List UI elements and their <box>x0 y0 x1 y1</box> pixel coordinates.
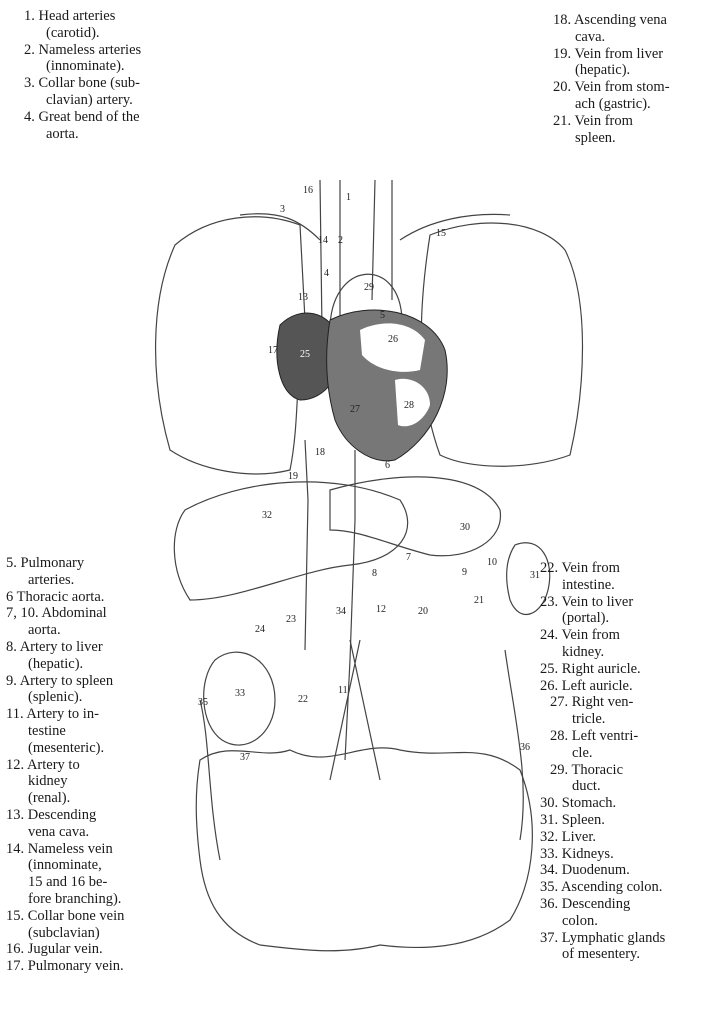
diagram-label-23: 23 <box>286 614 296 625</box>
legend-item-32: 32. Liver. <box>540 829 725 846</box>
diagram-label-34: 34 <box>336 606 346 617</box>
legend-item-15: 15. Collar bone vein(subclavian) <box>6 908 206 942</box>
diagram-label-1: 1 <box>346 192 351 203</box>
diagram-label-20: 20 <box>418 606 428 617</box>
diagram-label-5: 5 <box>380 310 385 321</box>
liver <box>174 482 407 600</box>
diagram-label-19: 19 <box>288 471 298 482</box>
diagram-label-7: 7 <box>406 552 411 563</box>
legend-item-11: 11. Artery to in-testine(mesenteric). <box>6 706 206 756</box>
diagram-label-30: 30 <box>460 522 470 533</box>
legend-item-2: 2. Nameless arteries(innominate). <box>24 42 204 76</box>
diagram-label-22: 22 <box>298 694 308 705</box>
abdominal-aorta <box>345 450 355 760</box>
legend-item-6: 6 Thoracic aorta. <box>6 589 206 606</box>
legend-item-35: 35. Ascending colon. <box>540 879 725 896</box>
legend-item-8: 8. Artery to liver(hepatic). <box>6 639 206 673</box>
diagram-label-29: 29 <box>364 282 374 293</box>
diagram-label-2: 2 <box>338 235 343 246</box>
diagram-label-24: 24 <box>255 624 265 635</box>
diagram-label-12: 12 <box>376 604 386 615</box>
mesenteric-trunk <box>330 640 380 780</box>
legend-item-17: 17. Pulmonary vein. <box>6 958 206 975</box>
diagram-label-28: 28 <box>404 400 414 411</box>
diagram-label-11: 11 <box>338 685 348 696</box>
legend-top-left: 1. Head arteries(carotid). 2. Nameless a… <box>24 8 204 142</box>
diagram-label-33: 33 <box>235 688 245 699</box>
diagram-label-8: 8 <box>372 568 377 579</box>
diagram-label-37: 37 <box>240 752 250 763</box>
legend-item-34: 34. Duodenum. <box>540 862 725 879</box>
diagram-label-4: 4 <box>324 268 329 279</box>
subclavian-vessels <box>240 214 510 240</box>
diagram-label-31: 31 <box>530 570 540 581</box>
diagram-label-26: 26 <box>388 334 398 345</box>
neck-vessels <box>320 180 392 330</box>
diagram-label-9: 9 <box>462 567 467 578</box>
legend-item-19: 19. Vein from liver(hepatic). <box>553 46 725 80</box>
diagram-label-16: 16 <box>303 185 313 196</box>
left-lung <box>421 223 582 466</box>
diagram-label-10: 10 <box>487 557 497 568</box>
diagram-label-3: 3 <box>280 204 285 215</box>
legend-item-1: 1. Head arteries(carotid). <box>24 8 204 42</box>
diagram-label-15: 15 <box>436 228 446 239</box>
legend-item-26: 26. Left auricle. <box>540 678 725 695</box>
legend-item-3: 3. Collar bone (sub-clavian) artery. <box>24 75 204 109</box>
legend-item-28: 28. Left ventri-cle. <box>540 728 725 762</box>
legend-item-20: 20. Vein from stom-ach (gastric). <box>553 79 725 113</box>
inferior-vena-cava <box>305 440 308 650</box>
diagram-label-13: 13 <box>298 292 308 303</box>
legend-item-31: 31. Spleen. <box>540 812 725 829</box>
legend-item-30: 30. Stomach. <box>540 795 725 812</box>
diagram-label-27: 27 <box>350 404 360 415</box>
legend-item-14: 14. Nameless vein(innominate,15 and 16 b… <box>6 841 206 908</box>
legend-item-33: 33. Kidneys. <box>540 846 725 863</box>
legend-item-9: 9. Artery to spleen(splenic). <box>6 673 206 707</box>
diagram-label-14: 14 <box>318 235 328 246</box>
diagram-label-18: 18 <box>315 447 325 458</box>
legend-item-16: 16. Jugular vein. <box>6 941 206 958</box>
legend-item-27: 27. Right ven-tricle. <box>540 694 725 728</box>
diagram-label-36: 36 <box>520 742 530 753</box>
diagram-label-17: 17 <box>268 345 278 356</box>
legend-item-23: 23. Vein to liver(portal). <box>540 594 725 628</box>
diagram-label-32: 32 <box>262 510 272 521</box>
legend-item-25: 25. Right auricle. <box>540 661 725 678</box>
diagram-label-25: 25 <box>300 349 310 360</box>
diagram-label-21: 21 <box>474 595 484 606</box>
diagram-label-6: 6 <box>385 460 390 471</box>
intestines <box>196 748 532 951</box>
